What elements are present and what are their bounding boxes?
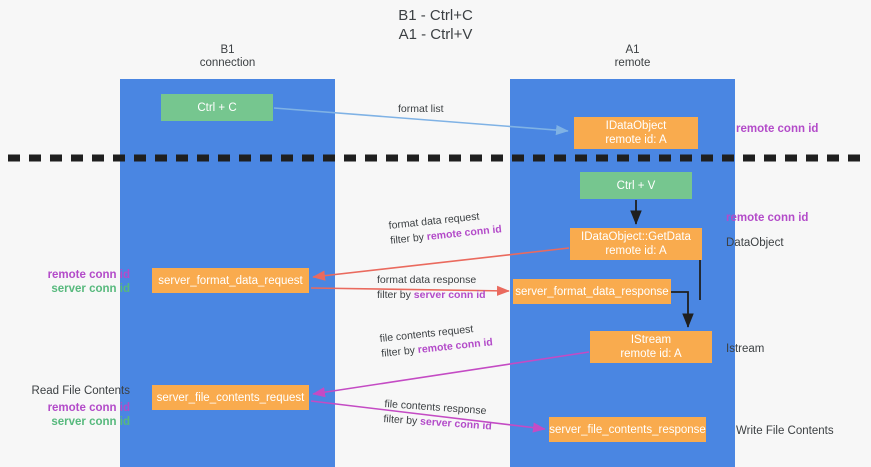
annotation-filter-key: server conn id xyxy=(413,289,486,301)
annotation-format-data-response-line2: filter by server conn id xyxy=(377,288,486,303)
label-istream: Istream xyxy=(726,343,765,355)
label-left-remote-conn-id: remote conn id xyxy=(47,269,130,281)
box-server-file-contents-request[interactable]: server_file_contents_request xyxy=(152,385,309,410)
annotation-format-list-text: format list xyxy=(398,103,444,115)
label-left-server-conn-id-2: server conn id xyxy=(51,416,130,428)
box-idataobject-getdata[interactable]: IDataObject::GetData remote id: A xyxy=(570,228,702,260)
box-server-file-contents-response[interactable]: server_file_contents_response xyxy=(549,417,706,442)
box-server-format-data-response[interactable]: server_format_data_response xyxy=(513,279,671,304)
title-line-1: B1 - Ctrl+C xyxy=(398,7,473,24)
annotation-format-data-response-line1: format data response xyxy=(377,274,477,286)
box-server-format-data-request-label: server_format_data_request xyxy=(158,274,303,287)
page-title: B1 - Ctrl+C A1 - Ctrl+V xyxy=(0,6,871,44)
column-header-b1: B1 connection xyxy=(140,44,315,70)
box-istream-remote-id: remote id: A xyxy=(620,348,682,360)
box-idataobject[interactable]: IDataObject remote id: A xyxy=(574,117,698,149)
box-server-format-data-response-label: server_format_data_response xyxy=(515,285,669,298)
box-istream[interactable]: IStream remote id: A xyxy=(590,331,712,363)
annotation-format-data-response: format data response filter by server co… xyxy=(377,273,486,303)
label-left-conn-ids-lower: remote conn id server conn id xyxy=(20,401,130,429)
box-getdata-title: IDataObject::GetData xyxy=(581,231,691,243)
box-ctrl-v[interactable]: Ctrl + V xyxy=(580,172,692,199)
label-left-conn-ids-upper: remote conn id server conn id xyxy=(20,268,130,296)
label-left-remote-conn-id-2: remote conn id xyxy=(47,402,130,414)
box-istream-title: IStream xyxy=(630,334,672,346)
annotation-file-contents-request: file contents request filter by remote c… xyxy=(379,320,494,362)
box-ctrl-v-label: Ctrl + V xyxy=(616,179,656,192)
box-server-file-contents-request-label: server_file_contents_request xyxy=(156,391,305,404)
box-ctrl-c-label: Ctrl + C xyxy=(197,101,237,114)
title-line-2: A1 - Ctrl+V xyxy=(398,26,473,43)
box-idataobject-remote-id: remote id: A xyxy=(605,134,667,146)
annotation-file-contents-response: file contents response filter by server … xyxy=(383,397,493,434)
annotation-format-list: format list xyxy=(398,102,444,117)
box-getdata-remote-id: remote id: A xyxy=(605,245,667,257)
annotation-filter-prefix: filter by xyxy=(389,231,428,247)
label-read-file-contents: Read File Contents xyxy=(31,385,130,397)
annotation-format-data-request: format data request filter by remote con… xyxy=(388,207,503,249)
annotation-filter-prefix: filter by xyxy=(383,412,421,428)
box-server-format-data-request[interactable]: server_format_data_request xyxy=(152,268,309,293)
column-header-a1: A1 remote xyxy=(545,44,720,70)
column-header-a1-name: A1 xyxy=(625,44,640,56)
column-header-a1-role: remote xyxy=(614,57,651,69)
box-ctrl-c[interactable]: Ctrl + C xyxy=(161,94,273,121)
annotation-filter-prefix: filter by xyxy=(377,289,414,301)
label-dataobject: DataObject xyxy=(726,237,784,249)
box-server-file-contents-response-label: server_file_contents_response xyxy=(549,423,706,436)
annotation-filter-prefix: filter by xyxy=(380,344,419,360)
column-header-b1-name: B1 xyxy=(220,44,235,56)
column-header-b1-role: connection xyxy=(199,57,256,69)
label-left-server-conn-id: server conn id xyxy=(51,283,130,295)
label-remote-conn-id-top: remote conn id xyxy=(736,123,819,135)
box-idataobject-title: IDataObject xyxy=(605,120,667,132)
label-write-file-contents: Write File Contents xyxy=(736,425,834,437)
annotation-filter-key: server conn id xyxy=(419,415,493,433)
label-remote-conn-id-mid: remote conn id xyxy=(726,212,809,224)
